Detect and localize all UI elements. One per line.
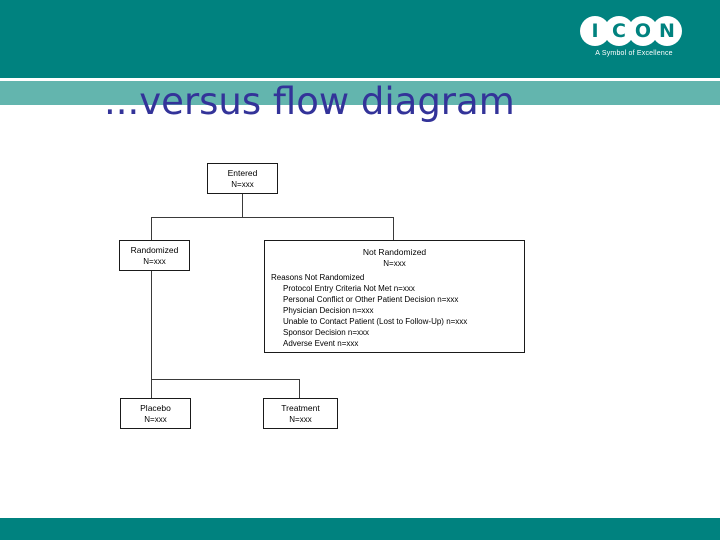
footer-band [0,518,720,540]
connector-randomized-down [151,271,152,379]
node-randomized: Randomized N=xxx [119,240,190,271]
reason-item: Protocol Entry Criteria Not Met n=xxx [283,284,415,293]
connector-entered-down [242,194,243,217]
reasons-title: Reasons Not Randomized [271,273,365,282]
not-randomized-reasons-list: Reasons Not Randomized Protocol Entry Cr… [265,272,524,349]
node-not-randomized: Not Randomized N=xxx Reasons Not Randomi… [264,240,525,353]
node-placebo-label: Placebo [140,402,171,413]
node-placebo: Placebo N=xxx [120,398,191,429]
connector-to-placebo [151,379,152,398]
reason-item: Unable to Contact Patient (Lost to Follo… [283,317,468,326]
header-band-light [0,81,720,105]
node-entered-label: Entered [227,167,258,178]
node-not-randomized-label: Not Randomized [362,247,427,257]
header-band-gap [0,78,720,81]
connector-to-not-randomized [393,217,394,240]
logo-tagline: A Symbol of Excellence [595,50,673,57]
icon-logo: I C O N A Symbol of Excellence [576,16,692,62]
reason-item: Personal Conflict or Other Patient Decis… [283,295,459,304]
connector-to-randomized [151,217,152,240]
node-treatment-count: N=xxx [289,414,312,424]
node-placebo-count: N=xxx [144,414,167,424]
icon-logo-ovals: I C O N [580,16,688,46]
logo-letter-o: O [628,16,658,46]
connector-arms-horizontal [151,379,300,380]
node-not-randomized-head: Not Randomized N=xxx [265,247,524,269]
page-title: ...versus flow diagram [104,80,515,123]
node-treatment: Treatment N=xxx [263,398,338,429]
node-randomized-count: N=xxx [143,256,166,266]
reason-item: Sponsor Decision n=xxx [283,328,370,337]
logo-letter-n: N [652,16,682,46]
node-treatment-label: Treatment [281,402,320,413]
reason-item: Adverse Event n=xxx [283,339,359,348]
node-randomized-label: Randomized [130,244,179,255]
node-not-randomized-count: N=xxx [383,259,406,268]
reason-item: Physician Decision n=xxx [283,306,374,315]
node-entered: Entered N=xxx [207,163,278,194]
connector-to-treatment [299,379,300,398]
node-entered-count: N=xxx [231,179,254,189]
connector-split-horizontal [151,217,394,218]
